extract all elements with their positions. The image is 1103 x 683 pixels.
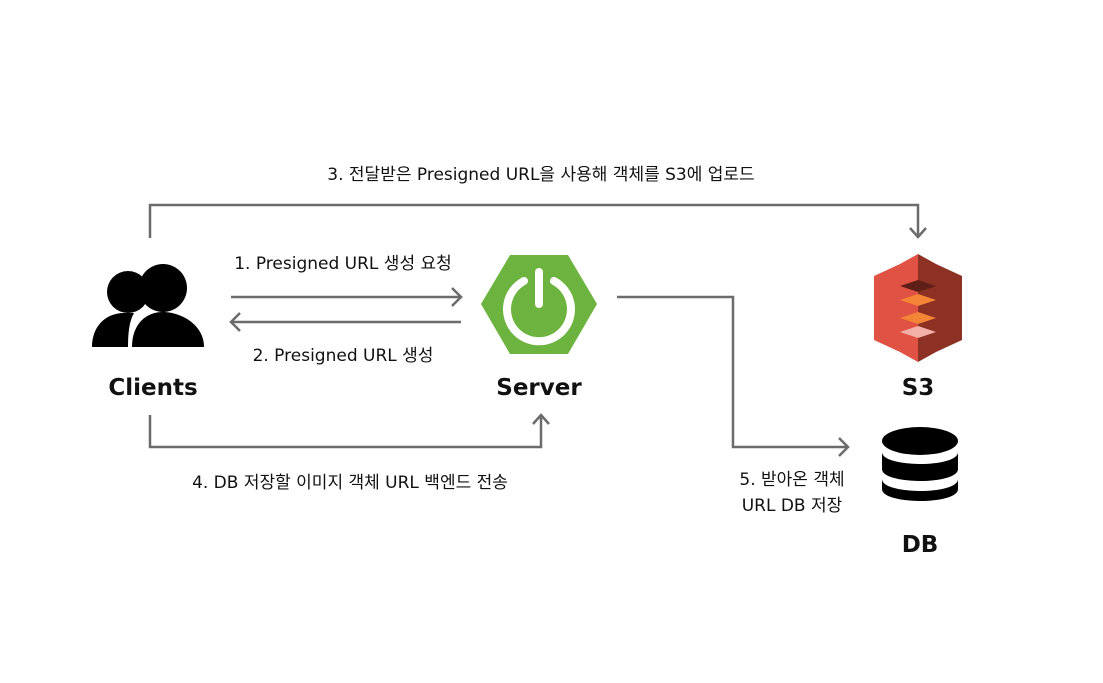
s3-node: S3 — [874, 254, 962, 401]
arrow-clients-to-server-bottom — [148, 413, 550, 449]
step5-label-line1: 5. 받아온 객체 — [739, 470, 844, 490]
arrow-clients-to-server — [231, 287, 463, 307]
step2-label: 2. Presigned URL 생성 — [253, 346, 434, 366]
arrow-server-to-clients — [229, 312, 461, 332]
arrow-server-to-db — [617, 295, 850, 457]
arrow-clients-to-s3 — [148, 203, 927, 239]
clients-node: Clients — [92, 264, 204, 401]
server-node: Server — [481, 255, 597, 401]
step5-label-line2: URL DB 저장 — [742, 496, 843, 516]
users-icon — [92, 264, 204, 347]
db-node: DB — [882, 427, 958, 558]
server-label: Server — [496, 375, 582, 401]
db-label: DB — [902, 532, 939, 558]
aws-s3-icon — [874, 254, 962, 362]
step3-label: 3. 전달받은 Presigned URL을 사용해 객체를 S3에 업로드 — [327, 165, 754, 185]
step4-label: 4. DB 저장할 이미지 객체 URL 백엔드 전송 — [192, 473, 508, 493]
spring-boot-icon — [481, 255, 597, 354]
clients-label: Clients — [108, 375, 197, 401]
database-icon — [882, 427, 958, 501]
s3-label: S3 — [902, 375, 935, 401]
step1-label: 1. Presigned URL 생성 요청 — [234, 254, 452, 274]
